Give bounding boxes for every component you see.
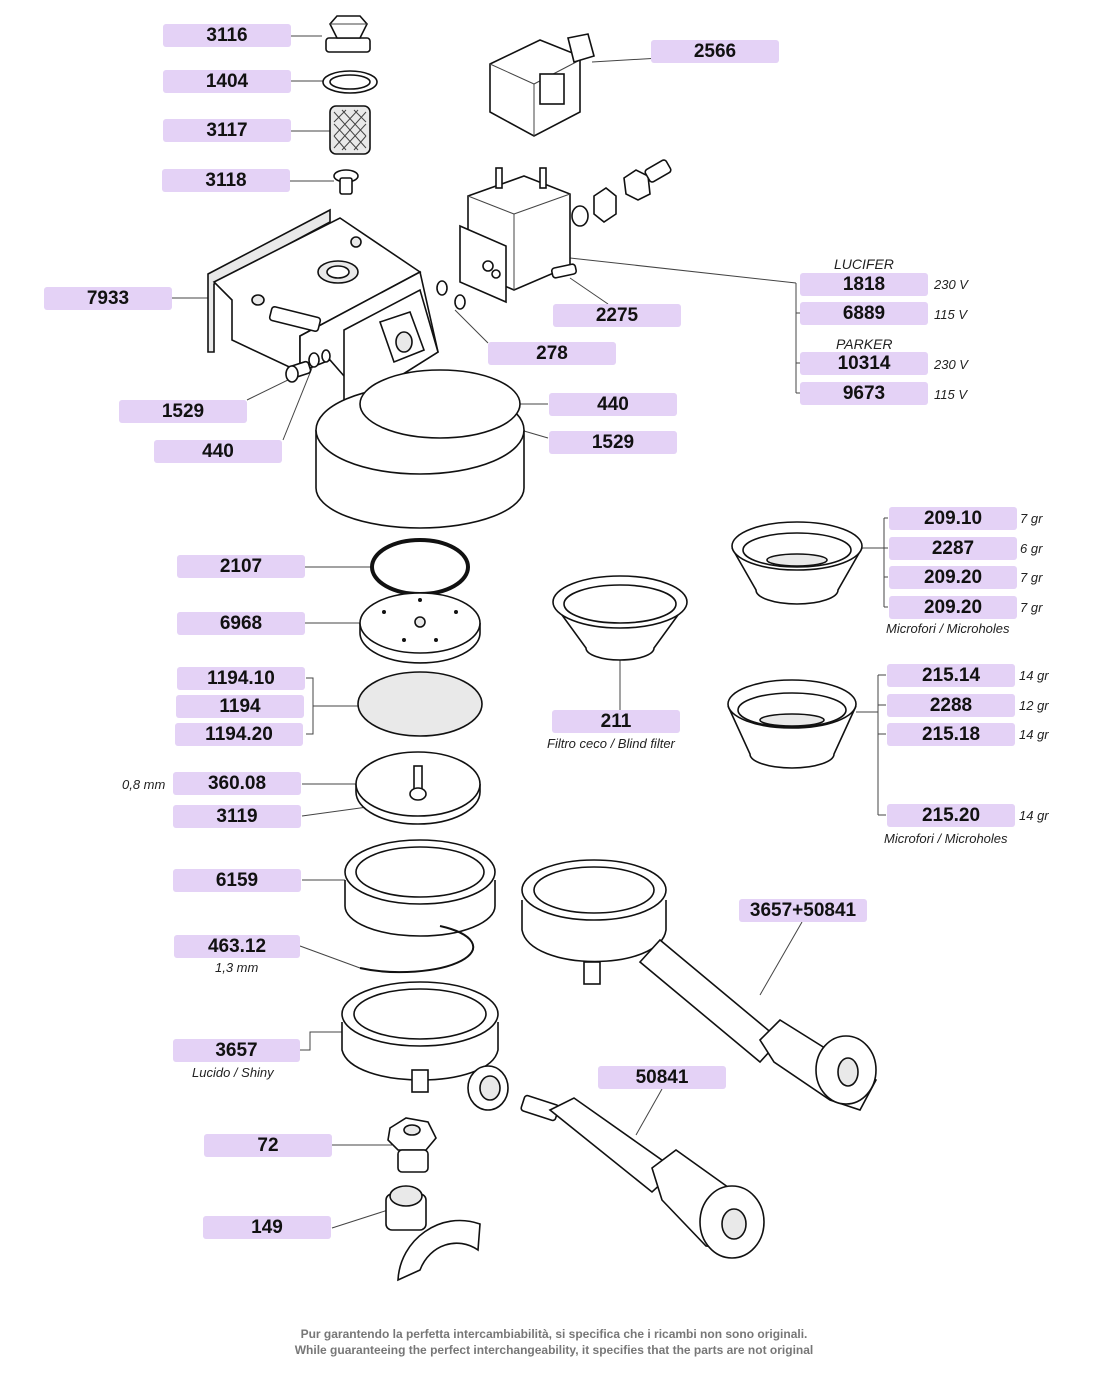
label-3657: 3657 [173, 1039, 300, 1062]
label-1529-left: 1529 [119, 400, 247, 423]
blind-filter-caption: Filtro ceco / Blind filter [547, 736, 675, 751]
part-6159-ring [344, 839, 496, 937]
label-211: 211 [552, 710, 680, 733]
disclaimer-english: While guaranteeing the perfect interchan… [294, 1343, 814, 1357]
label-1194-20: 1194.20 [175, 723, 303, 746]
part-3116-plug [325, 15, 371, 53]
label-215-20: 215.20 [887, 804, 1015, 827]
part-2275-screw [550, 263, 578, 279]
label-7933: 7933 [44, 287, 172, 310]
voltage-115-b: 115 V [934, 387, 968, 402]
dose-7gr-b: 7 gr [1020, 570, 1043, 585]
part-463-12-spring [359, 925, 475, 974]
label-440-right: 440 [549, 393, 677, 416]
microholes-caption-1: Microfori / Microholes [886, 621, 1010, 636]
part-3119-screw [409, 765, 427, 801]
label-1194: 1194 [176, 695, 304, 718]
brand-lucifer: LUCIFER [834, 256, 894, 272]
label-2287: 2287 [889, 537, 1017, 560]
label-360-08: 360.08 [173, 772, 301, 795]
label-1194-10: 1194.10 [177, 667, 305, 690]
label-6159: 6159 [173, 869, 301, 892]
brand-parker: PARKER [836, 336, 893, 352]
finish-shiny: Lucido / Shiny [192, 1065, 274, 1080]
part-1194-shower-screen [357, 671, 483, 737]
label-6968: 6968 [177, 612, 305, 635]
label-3117: 3117 [163, 119, 291, 142]
dose-6gr: 6 gr [1020, 541, 1043, 556]
part-7933-group-head [207, 208, 439, 419]
dose-12gr: 12 gr [1019, 698, 1049, 713]
label-9673: 9673 [800, 382, 928, 405]
label-209-20-b: 209.20 [889, 596, 1017, 619]
label-463-12: 463.12 [174, 935, 300, 958]
part-3117-mesh-filter [329, 105, 371, 155]
part-solenoid-coil [459, 167, 571, 304]
label-3116: 3116 [163, 24, 291, 47]
part-278-oring-a [436, 280, 448, 296]
dose-14gr-b: 14 gr [1019, 727, 1049, 742]
part-440-oring-left [308, 352, 320, 368]
part-6968-diffuser [359, 592, 481, 664]
part-2107-gasket [370, 538, 470, 596]
voltage-230-a: 230 V [934, 277, 968, 292]
label-1404: 1404 [163, 70, 291, 93]
label-2275: 2275 [553, 304, 681, 327]
label-1818: 1818 [800, 273, 928, 296]
label-209-10: 209.10 [889, 507, 1017, 530]
label-3657-50841: 3657+50841 [739, 899, 867, 922]
part-2566-connector [489, 33, 595, 137]
part-440-oring-left-2 [321, 349, 331, 363]
part-149-spout [385, 1185, 481, 1282]
thickness-0-8mm: 0,8 mm [122, 777, 166, 792]
label-10314: 10314 [800, 352, 928, 375]
part-1529-screw-left [285, 360, 312, 383]
voltage-115-a: 115 V [934, 307, 968, 322]
microholes-caption-2: Microfori / Microholes [884, 831, 1008, 846]
label-2566: 2566 [651, 40, 779, 63]
part-fitting [623, 159, 672, 201]
part-360-08-plate [355, 751, 481, 825]
thickness-1-3mm: 1,3 mm [215, 960, 259, 975]
part-3657-portafilter [341, 981, 509, 1111]
label-3119: 3119 [173, 805, 301, 828]
label-149: 149 [203, 1216, 331, 1239]
label-3118: 3118 [162, 169, 290, 192]
dose-7gr-a: 7 gr [1020, 511, 1043, 526]
part-nut [593, 187, 617, 223]
part-278-oring-b [454, 294, 466, 310]
disclaimer-italian: Pur garantendo la perfetta intercambiabi… [300, 1327, 808, 1341]
label-278: 278 [488, 342, 616, 365]
label-215-18: 215.18 [887, 723, 1015, 746]
part-single-filter-basket [731, 521, 863, 605]
voltage-230-b: 230 V [934, 357, 968, 372]
dose-14gr-a: 14 gr [1019, 668, 1049, 683]
label-2107: 2107 [177, 555, 305, 578]
label-72: 72 [204, 1134, 332, 1157]
label-215-14: 215.14 [887, 664, 1015, 687]
label-1529-right: 1529 [549, 431, 677, 454]
dose-7gr-c: 7 gr [1020, 600, 1043, 615]
part-double-filter-basket [727, 679, 857, 769]
dose-14gr-c: 14 gr [1019, 808, 1049, 823]
part-washer [571, 205, 589, 227]
label-50841: 50841 [598, 1066, 726, 1089]
part-3118-jet [333, 169, 359, 195]
part-211-blind-filter [552, 575, 688, 661]
label-209-20-a: 209.20 [889, 566, 1017, 589]
part-1404-gasket-inner [329, 74, 371, 90]
label-440-left: 440 [154, 440, 282, 463]
label-2288: 2288 [887, 694, 1015, 717]
part-portafilter-assembled [521, 859, 878, 1111]
part-group-bell [315, 369, 525, 529]
part-50841-handle [520, 1094, 765, 1259]
part-72-spout-nut [387, 1117, 437, 1173]
label-6889: 6889 [800, 302, 928, 325]
